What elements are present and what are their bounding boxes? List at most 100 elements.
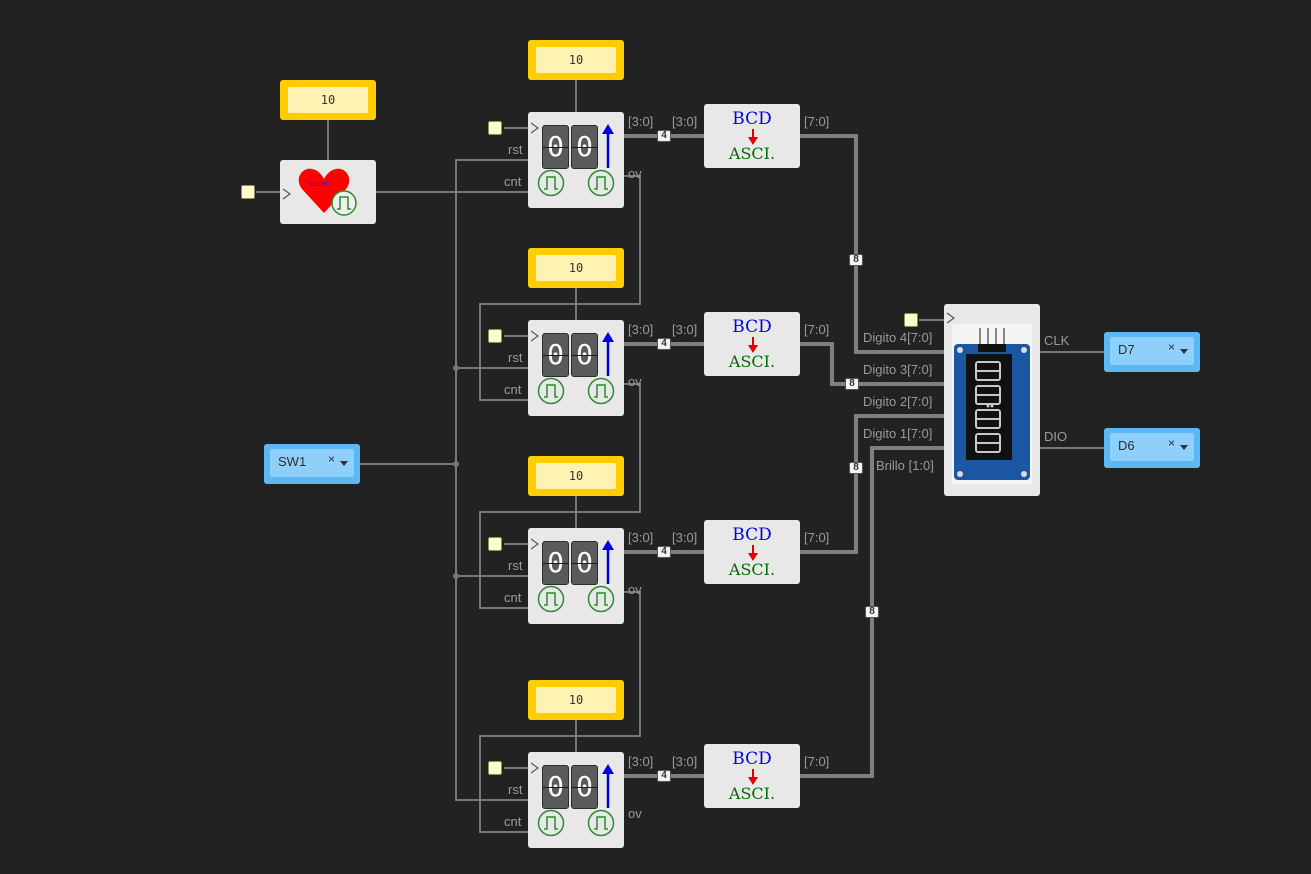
count-up-arrow-icon bbox=[602, 332, 614, 376]
pulse-icon bbox=[587, 169, 615, 197]
bus-width-tag: 4 bbox=[657, 770, 671, 782]
constant-value[interactable]: 10 bbox=[536, 463, 616, 489]
convert-arrow-icon bbox=[748, 769, 758, 785]
constant-counter-1[interactable]: 10 bbox=[528, 40, 624, 80]
port-label-cnt: cnt bbox=[504, 174, 522, 189]
digit-divider bbox=[572, 787, 597, 788]
pulse-icon bbox=[331, 190, 357, 216]
bus-range-label: [7:0] bbox=[804, 754, 830, 769]
switch-input-block[interactable]: SW1 × bbox=[264, 444, 360, 484]
constant-value[interactable]: 10 bbox=[536, 255, 616, 281]
bus-width-tag: 4 bbox=[657, 338, 671, 350]
constant-value[interactable]: 10 bbox=[536, 47, 616, 73]
bus-range-label: [3:0] bbox=[672, 114, 698, 129]
bus-width-tag: 8 bbox=[849, 462, 863, 474]
bus-range-label: [7:0] bbox=[804, 322, 830, 337]
input-arrow-icon bbox=[530, 762, 540, 774]
bus-range-label: [3:0] bbox=[672, 530, 698, 545]
heart-label: msec bbox=[310, 179, 330, 188]
counter-1[interactable]: 0 0 bbox=[528, 112, 624, 208]
clk-pin-value: D7 bbox=[1118, 342, 1135, 357]
digit-divider bbox=[572, 563, 597, 564]
bus-range-label: [3:0] bbox=[628, 530, 654, 545]
constant-heart-period[interactable]: 10 bbox=[280, 80, 376, 120]
display-input-digito-4: Digito 4[7:0] bbox=[863, 330, 933, 345]
dio-pin-select[interactable]: D6 × bbox=[1110, 433, 1194, 461]
bcd-to-ascii-3[interactable]: BCD ASCI. bbox=[704, 520, 800, 584]
clear-icon[interactable]: × bbox=[328, 452, 336, 466]
input-arrow-icon bbox=[530, 538, 540, 550]
pulse-icon bbox=[537, 377, 565, 405]
bcd-to-ascii-2[interactable]: BCD ASCI. bbox=[704, 312, 800, 376]
counter-2-enable-pin[interactable] bbox=[488, 329, 502, 343]
bus-width-tag: 4 bbox=[657, 546, 671, 558]
switch-select[interactable]: SW1 × bbox=[270, 449, 354, 477]
constant-counter-2[interactable]: 10 bbox=[528, 248, 624, 288]
tm1637-display-block[interactable] bbox=[944, 304, 1040, 496]
input-arrow-icon bbox=[530, 122, 540, 134]
counter-2[interactable]: 0 0 bbox=[528, 320, 624, 416]
bus-range-label: [3:0] bbox=[672, 322, 698, 337]
clear-icon[interactable]: × bbox=[1168, 340, 1176, 354]
count-up-arrow-icon bbox=[602, 764, 614, 808]
counter-3-enable-pin[interactable] bbox=[488, 537, 502, 551]
pulse-icon bbox=[587, 377, 615, 405]
bus-width-tag: 8 bbox=[849, 254, 863, 266]
display-output-dio: DIO bbox=[1044, 429, 1068, 444]
bcd-to-ascii-1[interactable]: BCD ASCI. bbox=[704, 104, 800, 168]
heart-enable-pin[interactable] bbox=[241, 185, 255, 199]
port-label-cnt: cnt bbox=[504, 590, 522, 605]
counter-1-enable-pin[interactable] bbox=[488, 121, 502, 135]
bcd-to-ascii-4[interactable]: BCD ASCI. bbox=[704, 744, 800, 808]
clear-icon[interactable]: × bbox=[1168, 436, 1176, 450]
heart-icon bbox=[298, 168, 350, 213]
counter-4-enable-pin[interactable] bbox=[488, 761, 502, 775]
bus-range-label: [3:0] bbox=[672, 754, 698, 769]
bus-width-tag: 8 bbox=[845, 378, 859, 390]
heartbeat-block[interactable]: msec bbox=[280, 160, 376, 224]
pulse-icon bbox=[587, 585, 615, 613]
convert-arrow-icon bbox=[748, 129, 758, 145]
counter-tens-digit: 0 bbox=[542, 125, 569, 169]
input-arrow-icon bbox=[530, 330, 540, 342]
counter-tens-digit: 0 bbox=[542, 333, 569, 377]
port-label-ov: ov bbox=[628, 166, 642, 181]
chevron-down-icon[interactable] bbox=[1180, 349, 1188, 354]
counter-units-digit: 0 bbox=[571, 125, 598, 169]
bcd-label: BCD bbox=[732, 317, 772, 337]
clk-output-block[interactable]: D7 × bbox=[1104, 332, 1200, 372]
dio-pin-value: D6 bbox=[1118, 438, 1135, 453]
pulse-icon bbox=[537, 169, 565, 197]
convert-arrow-icon bbox=[748, 545, 758, 561]
digit-divider bbox=[543, 355, 568, 356]
display-input-digito-3: Digito 3[7:0] bbox=[863, 362, 933, 377]
digit-divider bbox=[543, 787, 568, 788]
constant-value[interactable]: 10 bbox=[288, 87, 368, 113]
counter-3[interactable]: 0 0 bbox=[528, 528, 624, 624]
constant-counter-3[interactable]: 10 bbox=[528, 456, 624, 496]
digit-divider bbox=[572, 355, 597, 356]
port-label-rst: rst bbox=[508, 558, 523, 573]
digit-divider bbox=[543, 563, 568, 564]
counter-units-digit: 0 bbox=[571, 765, 598, 809]
chevron-down-icon[interactable] bbox=[1180, 445, 1188, 450]
digit-value: 0 bbox=[576, 770, 593, 803]
dio-output-block[interactable]: D6 × bbox=[1104, 428, 1200, 468]
digit-value: 0 bbox=[547, 130, 564, 163]
chevron-down-icon[interactable] bbox=[340, 461, 348, 466]
display-enable-pin[interactable] bbox=[904, 313, 918, 327]
constant-value[interactable]: 10 bbox=[536, 687, 616, 713]
constant-counter-4[interactable]: 10 bbox=[528, 680, 624, 720]
port-label-ov: ov bbox=[628, 582, 642, 597]
port-label-ov: ov bbox=[628, 374, 642, 389]
clk-pin-select[interactable]: D7 × bbox=[1110, 337, 1194, 365]
bcd-label: BCD bbox=[732, 109, 772, 129]
input-arrow-icon bbox=[946, 312, 956, 324]
counter-4[interactable]: 0 0 bbox=[528, 752, 624, 848]
bcd-label: BCD bbox=[732, 749, 772, 769]
bus-range-label: [7:0] bbox=[804, 530, 830, 545]
pulse-icon bbox=[537, 809, 565, 837]
convert-arrow-icon bbox=[748, 337, 758, 353]
digit-value: 0 bbox=[547, 770, 564, 803]
